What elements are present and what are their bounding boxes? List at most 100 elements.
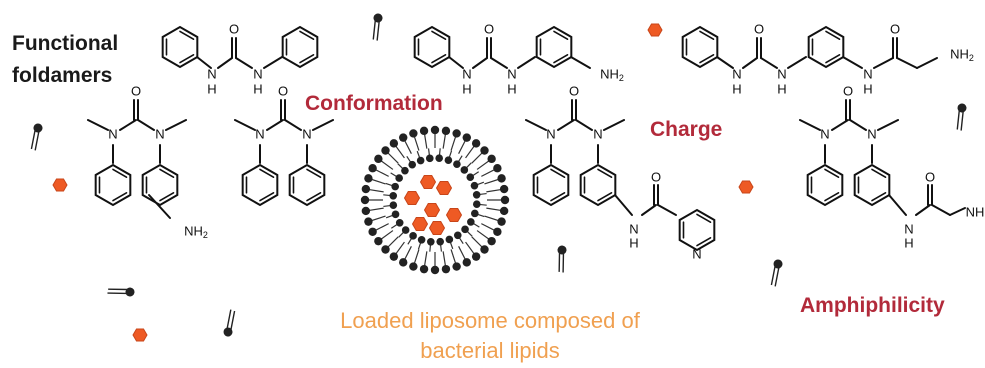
urea7-phenyl-left <box>806 163 844 207</box>
urea6-n-left: N <box>546 126 555 141</box>
inner-lipid-head <box>425 154 434 163</box>
urea7-n-left: N <box>820 126 829 141</box>
ring-double-bond <box>431 53 447 64</box>
urea4-n-right: N <box>155 126 164 141</box>
outer-lipid-head <box>452 262 461 271</box>
inner-lipid-head <box>453 231 462 240</box>
outer-lipid-head <box>471 252 481 261</box>
outer-lipid-head <box>487 236 496 246</box>
urea2-n-left: N <box>462 66 471 81</box>
ring-double-bond <box>179 53 195 64</box>
inner-lipid-head <box>389 201 398 210</box>
bond <box>641 204 657 216</box>
outer-lipid-head <box>499 184 509 194</box>
ring-double-bond <box>112 168 128 178</box>
ring-double-bond <box>431 30 447 41</box>
inner-lipid-head <box>401 226 410 234</box>
ring-double-bond <box>824 192 840 202</box>
outer-lipid-head <box>493 227 502 236</box>
methyl-right <box>165 119 187 131</box>
free-lipid <box>956 103 967 131</box>
urea1-n-right: N <box>253 66 262 81</box>
outer-lipid-head <box>419 264 429 274</box>
ring-double-bond <box>550 168 566 178</box>
bond <box>148 194 171 219</box>
urea7-amine-partial: NH <box>966 204 985 219</box>
outer-lipid-head <box>493 164 502 173</box>
outer-lipid-head <box>399 133 408 142</box>
ring-double-bond <box>553 53 569 64</box>
outer-lipid-head <box>462 133 471 142</box>
outer-lipid-head <box>441 264 451 274</box>
urea7-phenyl-right <box>853 163 891 207</box>
urea2-h-right: H <box>507 81 516 96</box>
inner-lipid-head <box>391 210 400 219</box>
charge-label: Charge <box>650 118 723 141</box>
inner-lipid-head <box>461 225 469 234</box>
urea6-pyridine-n: N <box>692 246 701 261</box>
urea3-n-amide: N <box>863 66 872 81</box>
outer-lipid-head <box>487 154 496 164</box>
ring-double-bond <box>699 53 715 64</box>
bond <box>517 56 536 69</box>
outer-lipid-head <box>364 217 373 226</box>
bond <box>235 57 253 69</box>
urea2-phenyl-right <box>535 25 573 69</box>
outer-lipid-head <box>500 195 510 205</box>
inner-lipid-head <box>453 160 461 168</box>
outer-lipid-head <box>409 129 418 138</box>
inner-lipid-head <box>470 181 479 190</box>
bond <box>472 57 488 69</box>
urea5-n-right: N <box>302 126 311 141</box>
outer-lipid-head <box>361 184 371 194</box>
urea6-phenyl-right <box>579 163 617 207</box>
methyl-left <box>799 119 821 131</box>
bond <box>896 57 918 69</box>
urea1-phenyl-left <box>161 25 199 69</box>
urea3-h-right: H <box>777 81 786 96</box>
bond <box>137 119 155 131</box>
bond <box>916 57 938 69</box>
urea4-phenyl-right <box>141 163 179 207</box>
bond <box>217 57 233 69</box>
lipid-tails <box>558 252 565 273</box>
free-cargo-hexagon <box>52 178 68 192</box>
inner-lipid-head <box>466 173 475 182</box>
outer-lipid-head <box>441 126 451 136</box>
urea1-phenyl-right <box>281 25 319 69</box>
liposome-cargo-hexagon <box>411 217 429 231</box>
bond <box>949 207 966 216</box>
ring-double-bond <box>159 168 175 178</box>
urea4-n-left: N <box>108 126 117 141</box>
outer-lipid-head <box>360 195 370 205</box>
outer-lipid-head <box>374 236 383 246</box>
inner-lipid-head <box>435 154 443 163</box>
inner-lipid-head <box>395 174 403 182</box>
lipid-head <box>125 287 135 297</box>
ring-double-bond <box>871 168 887 178</box>
methyl-left <box>234 119 256 131</box>
inner-lipid-head <box>436 237 445 246</box>
title-line-1: Functional <box>12 32 119 55</box>
bond <box>787 56 807 69</box>
urea3-oxygen: O <box>754 21 764 36</box>
urea3-n-right: N <box>777 66 786 81</box>
outer-lipid-head <box>368 227 377 236</box>
lipid-tails <box>107 288 128 295</box>
bond <box>263 56 283 69</box>
ring-double-bond <box>824 168 840 178</box>
urea3-phenyl-right <box>807 25 845 69</box>
free-lipid <box>770 259 783 287</box>
ring-double-bond <box>825 53 841 64</box>
urea5-oxygen: O <box>278 83 288 98</box>
urea3-amine: NH2 <box>950 46 974 63</box>
bond <box>614 194 633 216</box>
bond <box>557 119 575 131</box>
inner-lipid-head <box>408 160 417 169</box>
urea6-carbonyl-oxygen: O <box>651 169 661 184</box>
bond <box>490 57 508 69</box>
bond <box>575 119 593 131</box>
bond <box>657 204 677 216</box>
ring-double-bond <box>871 192 887 202</box>
bond <box>888 194 907 216</box>
